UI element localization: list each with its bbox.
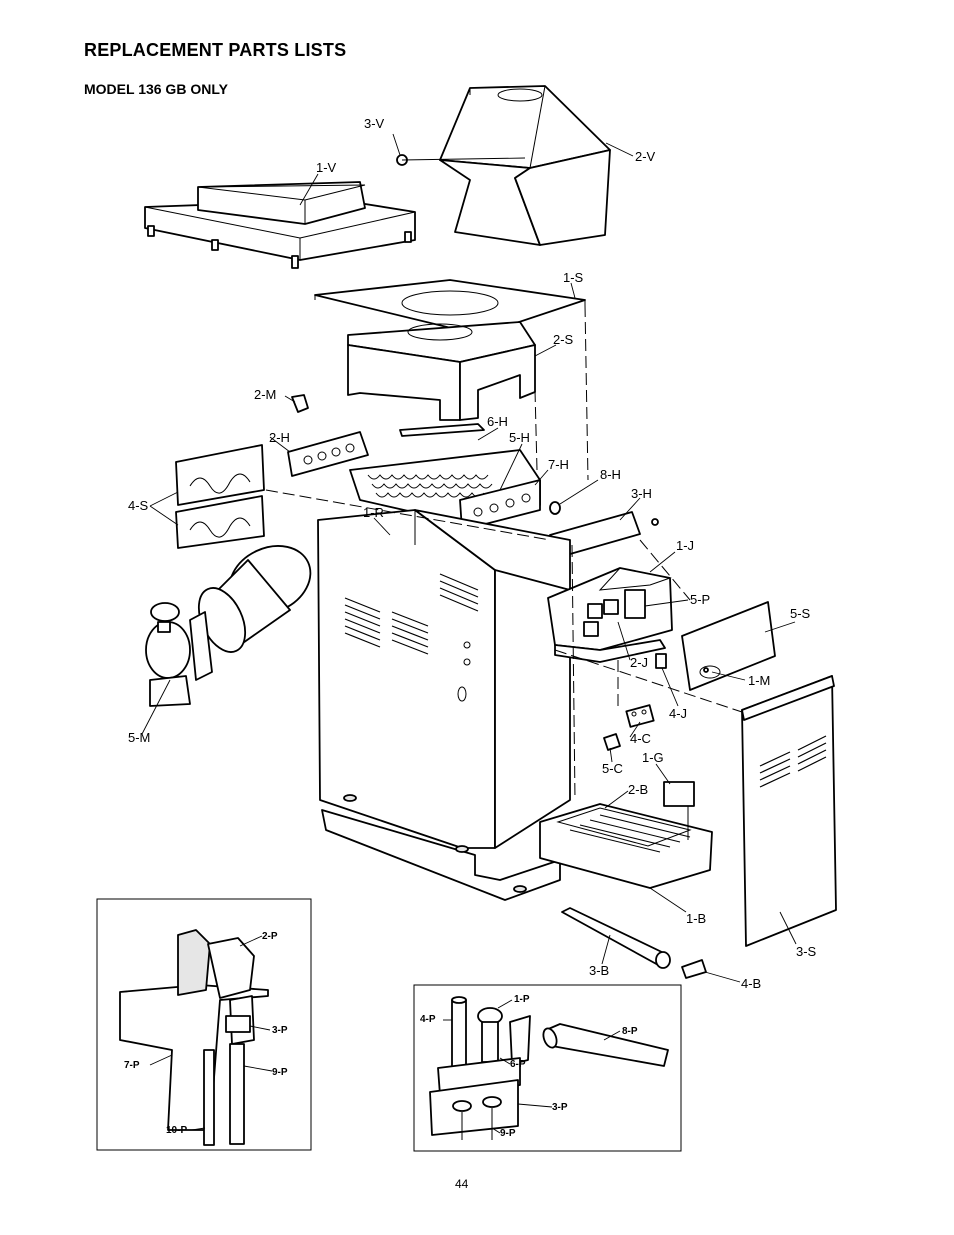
callout-1r: 1-R: [363, 505, 384, 520]
part-small-controls: [603, 653, 667, 751]
callout-2b: 2-B: [628, 782, 648, 797]
inset-left-10p: 10-P: [166, 1125, 187, 1136]
callout-2v: 2-V: [635, 149, 656, 164]
callout-7h: 7-H: [548, 457, 569, 472]
callout-labels: 3-V 2-V 1-V 1-S 2-S 2-M 6-H 2-H 5-H 7-H …: [128, 116, 817, 991]
part-2s-flue-collector: [347, 321, 536, 421]
part-2m-bracket: [291, 394, 309, 413]
model-subtitle: MODEL 136 GB ONLY: [84, 81, 228, 97]
leader-lines: [141, 142, 797, 983]
callout-3b: 3-B: [589, 963, 609, 978]
callout-1m: 1-M: [748, 673, 770, 688]
callout-4j: 4-J: [669, 706, 687, 721]
callout-2s: 2-S: [553, 332, 574, 347]
inset-left-9p: 9-P: [272, 1067, 288, 1078]
part-4b-orifice: [681, 959, 707, 979]
part-1b-burner-tray: [539, 781, 713, 889]
part-3b-burner: [561, 907, 671, 969]
part-3v-screw: [392, 133, 526, 166]
callout-5m: 5-M: [128, 730, 150, 745]
inset-right-4p: 4-P: [420, 1014, 436, 1025]
part-1v-vent-cover: [144, 181, 416, 269]
callout-4b: 4-B: [741, 976, 761, 991]
part-1s-top-plate: [314, 279, 586, 340]
inset-left-3p: 3-P: [272, 1025, 288, 1036]
callout-1g: 1-G: [642, 750, 664, 765]
callout-3h: 3-H: [631, 486, 652, 501]
callout-2m: 2-M: [254, 387, 276, 402]
part-3s-front-panel: [741, 675, 837, 947]
callout-5s: 5-S: [790, 606, 811, 621]
part-1r-cabinet: [317, 509, 571, 901]
callout-8h: 8-H: [600, 467, 621, 482]
part-5m-pump-motor: [145, 545, 312, 707]
part-1j-control-bracket: [547, 567, 673, 663]
callout-1b: 1-B: [686, 911, 706, 926]
callout-4s: 4-S: [128, 498, 149, 513]
page-number: 44: [455, 1177, 469, 1191]
inset-right-1p: 1-P: [514, 994, 530, 1005]
callout-2h: 2-H: [269, 430, 290, 445]
inset-right-pilot: 1-P 4-P 8-P 6-P 3-P 9-P: [413, 984, 682, 1152]
inset-right-8p: 8-P: [622, 1026, 638, 1037]
callout-5h: 5-H: [509, 430, 530, 445]
inset-left-2p: 2-P: [262, 931, 278, 942]
inset-right-3p: 3-P: [552, 1102, 568, 1113]
callout-6h: 6-H: [487, 414, 508, 429]
callout-1j: 1-J: [676, 538, 694, 553]
part-2v-draft-hood: [439, 85, 611, 246]
part-2h-header: [287, 431, 369, 477]
page-title: REPLACEMENT PARTS LISTS: [84, 40, 347, 60]
callout-3s: 3-S: [796, 944, 817, 959]
callout-5c: 5-C: [602, 761, 623, 776]
callout-1s: 1-S: [563, 270, 584, 285]
part-8h-gasket: [549, 501, 561, 515]
callout-5p: 5-P: [690, 592, 710, 607]
inset-left-7p: 7-P: [124, 1060, 140, 1071]
part-5s-access-panel: [681, 601, 776, 691]
alignment-dashes: [265, 304, 743, 801]
part-5h-heat-exchanger: [349, 423, 541, 531]
inset-left-pilot: 2-P 3-P 7-P 9-P 10-P: [96, 898, 312, 1151]
inset-right-9p: 9-P: [500, 1128, 516, 1139]
part-4s-gaskets: [175, 444, 265, 549]
callout-1v: 1-V: [316, 160, 337, 175]
callout-4c: 4-C: [630, 731, 651, 746]
inset-right-6p: 6-P: [510, 1059, 526, 1070]
callout-3v: 3-V: [364, 116, 385, 131]
callout-2j: 2-J: [630, 655, 648, 670]
